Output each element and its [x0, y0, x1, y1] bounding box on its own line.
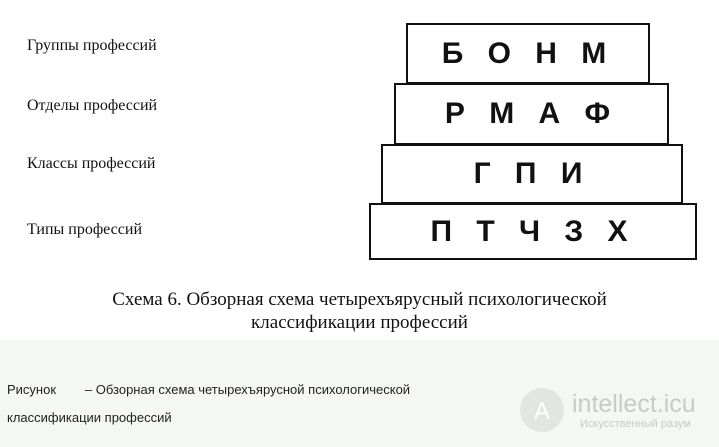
watermark-name: intellect.icu — [572, 390, 696, 418]
figure-caption-line-1: Рисунок – Обзорная схема четырехъярусной… — [7, 382, 411, 397]
level-letters-types: П Т Ч З Х — [430, 214, 636, 248]
level-box-classes: Г П И — [381, 144, 683, 204]
svg-text:A: A — [534, 398, 550, 425]
level-label-classes: Классы профессий — [27, 155, 156, 172]
level-label-groups: Группы профессий — [27, 37, 157, 54]
level-label-types: Типы профессий — [27, 221, 143, 238]
level-label-departments: Отделы профессий — [27, 97, 158, 114]
level-letters-groups: Б О Н М — [441, 36, 615, 70]
diagram-caption-line-1: Схема 6. Обзорная схема четырехъярусный … — [112, 289, 607, 310]
level-box-departments: Р М А Ф — [394, 83, 669, 145]
watermark-tagline: Искусственный разум — [580, 418, 691, 430]
diagram-figure: Группы профессий Отделы профессий Классы… — [0, 0, 719, 340]
figure-caption-line-2: классификации профессий — [7, 410, 172, 425]
level-box-groups: Б О Н М — [406, 23, 650, 84]
level-letters-classes: Г П И — [473, 157, 591, 190]
level-letters-departments: Р М А Ф — [444, 97, 619, 130]
level-box-types: П Т Ч З Х — [369, 203, 697, 260]
brain-icon: A — [520, 388, 564, 432]
watermark-logo: A intellect.icu Искусственный разум — [520, 388, 715, 432]
diagram-caption-line-2: классификации профессий — [251, 312, 468, 333]
